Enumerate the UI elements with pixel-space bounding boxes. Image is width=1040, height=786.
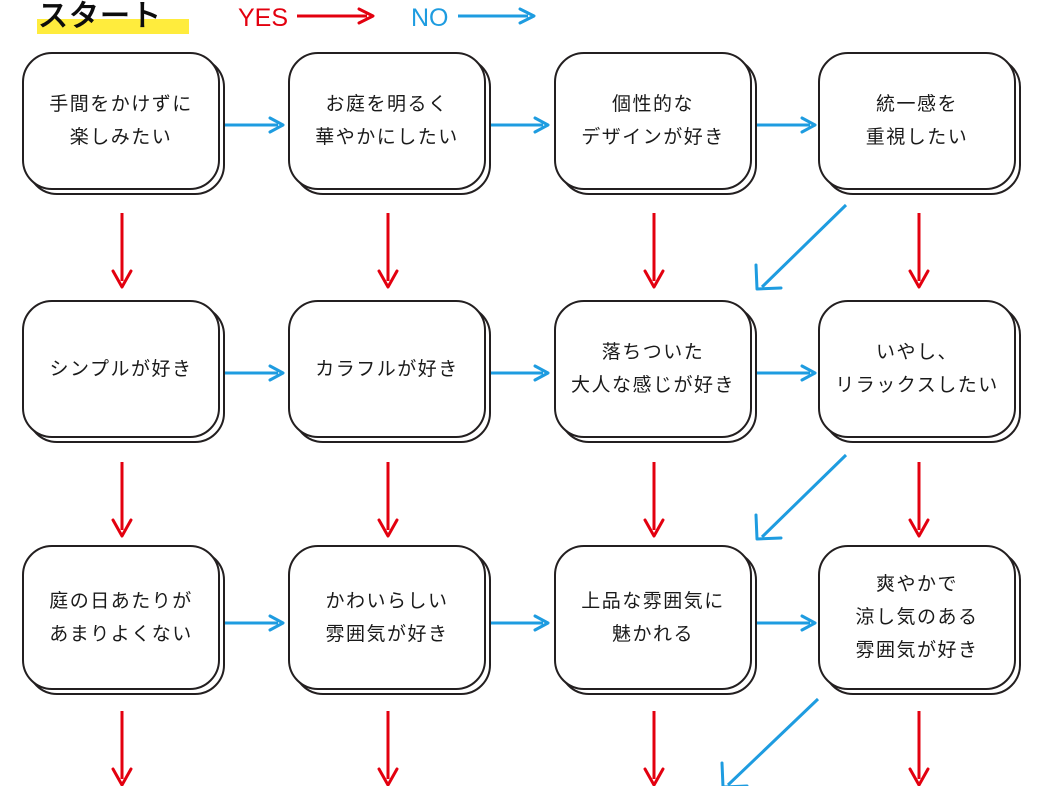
legend-no-arrow-icon xyxy=(457,7,538,30)
node-face: 統一感を 重視したい xyxy=(818,52,1016,190)
edge-r1c3-r1c4 xyxy=(756,116,818,134)
node-face: 上品な雰囲気に 魅かれる xyxy=(554,545,752,690)
node-face: 庭の日あたりが あまりよくない xyxy=(22,545,220,690)
edge-r2c2-r2c3 xyxy=(489,364,551,382)
node-line: カラフルが好き xyxy=(315,358,459,380)
edge-r3c2-r3c3 xyxy=(489,614,551,632)
edge-r3c1-r3c2 xyxy=(224,614,286,632)
edge-r2c2-r3c2 xyxy=(374,462,402,540)
edge-r1c1-r1c2 xyxy=(224,116,286,134)
edge-r2c1-r3c1 xyxy=(108,462,136,540)
edge-r1c2-r1c3 xyxy=(489,116,551,134)
node-line: 華やかにしたい xyxy=(315,127,459,148)
node-line: 魅かれる xyxy=(611,623,694,645)
start-label-text: スタート xyxy=(38,0,162,33)
edge-r2c3-r3c3 xyxy=(640,462,668,540)
legend-item-no: NO xyxy=(411,3,538,33)
edge-r3c4-out xyxy=(712,695,824,786)
legend-item-yes: YES xyxy=(238,3,377,33)
node-face: カラフルが好き xyxy=(288,300,486,438)
node-line: いやし、 xyxy=(875,342,958,363)
start-highlight xyxy=(37,19,189,34)
node-face: いやし、 リラックスしたい xyxy=(818,300,1016,438)
edge-r3c3-out xyxy=(640,711,668,786)
node-line: あまりよくない xyxy=(49,623,193,645)
node-line: 落ちついた xyxy=(601,342,705,363)
node-r1c1[interactable]: 手間をかけずに 楽しみたい xyxy=(22,52,225,195)
node-line: 統一感を xyxy=(875,94,958,115)
node-r2c4[interactable]: いやし、 リラックスしたい xyxy=(818,300,1021,443)
node-r3c2[interactable]: かわいらしい 雰囲気が好き xyxy=(288,545,491,695)
edge-r1c3-r2c3 xyxy=(640,213,668,291)
node-line: かわいらしい xyxy=(325,590,449,612)
node-line: 楽しみたい xyxy=(69,127,173,148)
node-face: シンプルが好き xyxy=(22,300,220,438)
node-r2c3[interactable]: 落ちついた 大人な感じが好き xyxy=(554,300,757,443)
legend-yes-arrow-icon xyxy=(297,7,377,30)
legend-yes-label: YES xyxy=(238,4,289,32)
node-r1c2[interactable]: お庭を明るく 華やかにしたい xyxy=(288,52,491,195)
node-r3c3[interactable]: 上品な雰囲気に 魅かれる xyxy=(554,545,757,695)
node-face: 手間をかけずに 楽しみたい xyxy=(22,52,220,190)
node-face: 個性的な デザインが好き xyxy=(554,52,752,190)
legend-no-label: NO xyxy=(411,4,449,32)
legend: スタート YES NO xyxy=(0,0,1040,44)
node-line: 涼し気のある xyxy=(855,607,979,628)
edge-r1c2-r2c2 xyxy=(374,213,402,291)
node-line: 雰囲気が好き xyxy=(325,623,449,645)
node-face: 落ちついた 大人な感じが好き xyxy=(554,300,752,438)
node-face: お庭を明るく 華やかにしたい xyxy=(288,52,486,190)
node-line: 上品な雰囲気に xyxy=(581,590,725,612)
node-line: 大人な感じが好き xyxy=(570,375,735,396)
edge-r2c3-r2c4 xyxy=(756,364,818,382)
edge-r3c4-down xyxy=(905,711,933,786)
node-line: 個性的な xyxy=(611,94,694,115)
node-r2c2[interactable]: カラフルが好き xyxy=(288,300,491,443)
edge-r3c1-out xyxy=(108,711,136,786)
node-line: お庭を明るく xyxy=(325,94,449,115)
edge-r3c2-out xyxy=(374,711,402,786)
node-line: 手間をかけずに xyxy=(49,94,193,115)
edge-r2c4-r3c4 xyxy=(905,462,933,540)
node-line: 重視したい xyxy=(865,127,969,148)
node-r2c1[interactable]: シンプルが好き xyxy=(22,300,225,443)
edge-r1c4-r2c4 xyxy=(905,213,933,291)
edge-r1c1-r2c1 xyxy=(108,213,136,291)
node-line: シンプルが好き xyxy=(49,358,193,380)
edge-r2c1-r2c2 xyxy=(224,364,286,382)
node-line: 爽やかで xyxy=(875,574,958,595)
node-r3c4[interactable]: 爽やかで 涼し気のある 雰囲気が好き xyxy=(818,545,1021,695)
node-line: デザインが好き xyxy=(581,127,725,148)
edge-r1c4-r2c3 xyxy=(748,199,852,295)
edge-r2c4-r3c3 xyxy=(748,449,852,545)
start-label: スタート xyxy=(38,0,162,35)
node-line: 雰囲気が好き xyxy=(855,640,979,661)
node-line: 庭の日あたりが xyxy=(49,590,193,612)
node-face: かわいらしい 雰囲気が好き xyxy=(288,545,486,690)
node-r1c4[interactable]: 統一感を 重視したい xyxy=(818,52,1021,195)
node-line: リラックスしたい xyxy=(835,375,999,396)
node-r3c1[interactable]: 庭の日あたりが あまりよくない xyxy=(22,545,225,695)
node-face: 爽やかで 涼し気のある 雰囲気が好き xyxy=(818,545,1016,690)
edge-r3c3-r3c4 xyxy=(756,614,818,632)
node-r1c3[interactable]: 個性的な デザインが好き xyxy=(554,52,757,195)
